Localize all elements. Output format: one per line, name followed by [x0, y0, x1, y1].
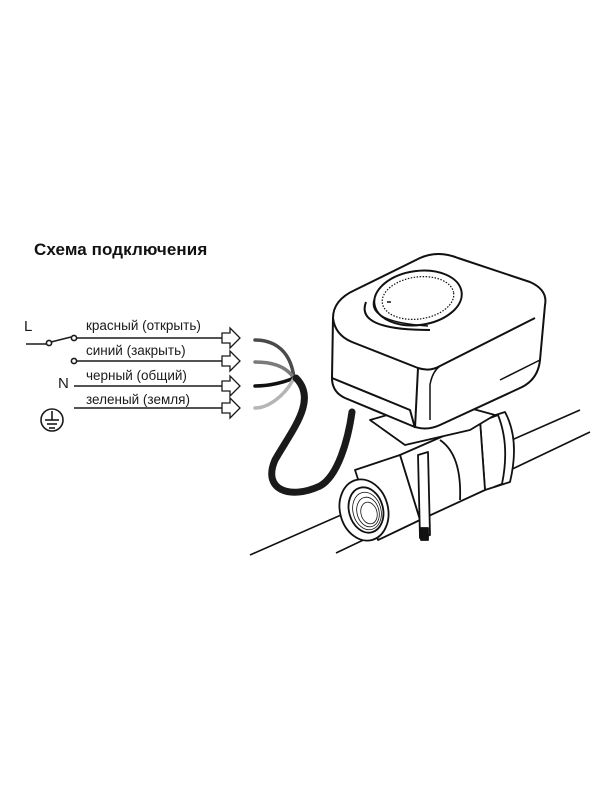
diagram-title: Схема подключения [34, 240, 208, 259]
connector-arrows [221, 326, 241, 420]
terminal-line-label: L [24, 318, 33, 335]
wiring-schematic [26, 326, 241, 432]
wire-label-red: красный (открыть) [86, 318, 201, 333]
wire-label-green: зеленый (земля) [86, 392, 190, 407]
wire-label-black: черный (общий) [86, 368, 187, 383]
actuator [331, 253, 547, 430]
ground-icon [40, 408, 64, 432]
wire-label-blue: синий (закрыть) [86, 343, 186, 358]
cable [253, 338, 356, 496]
terminal-neutral-label: N [58, 375, 69, 392]
